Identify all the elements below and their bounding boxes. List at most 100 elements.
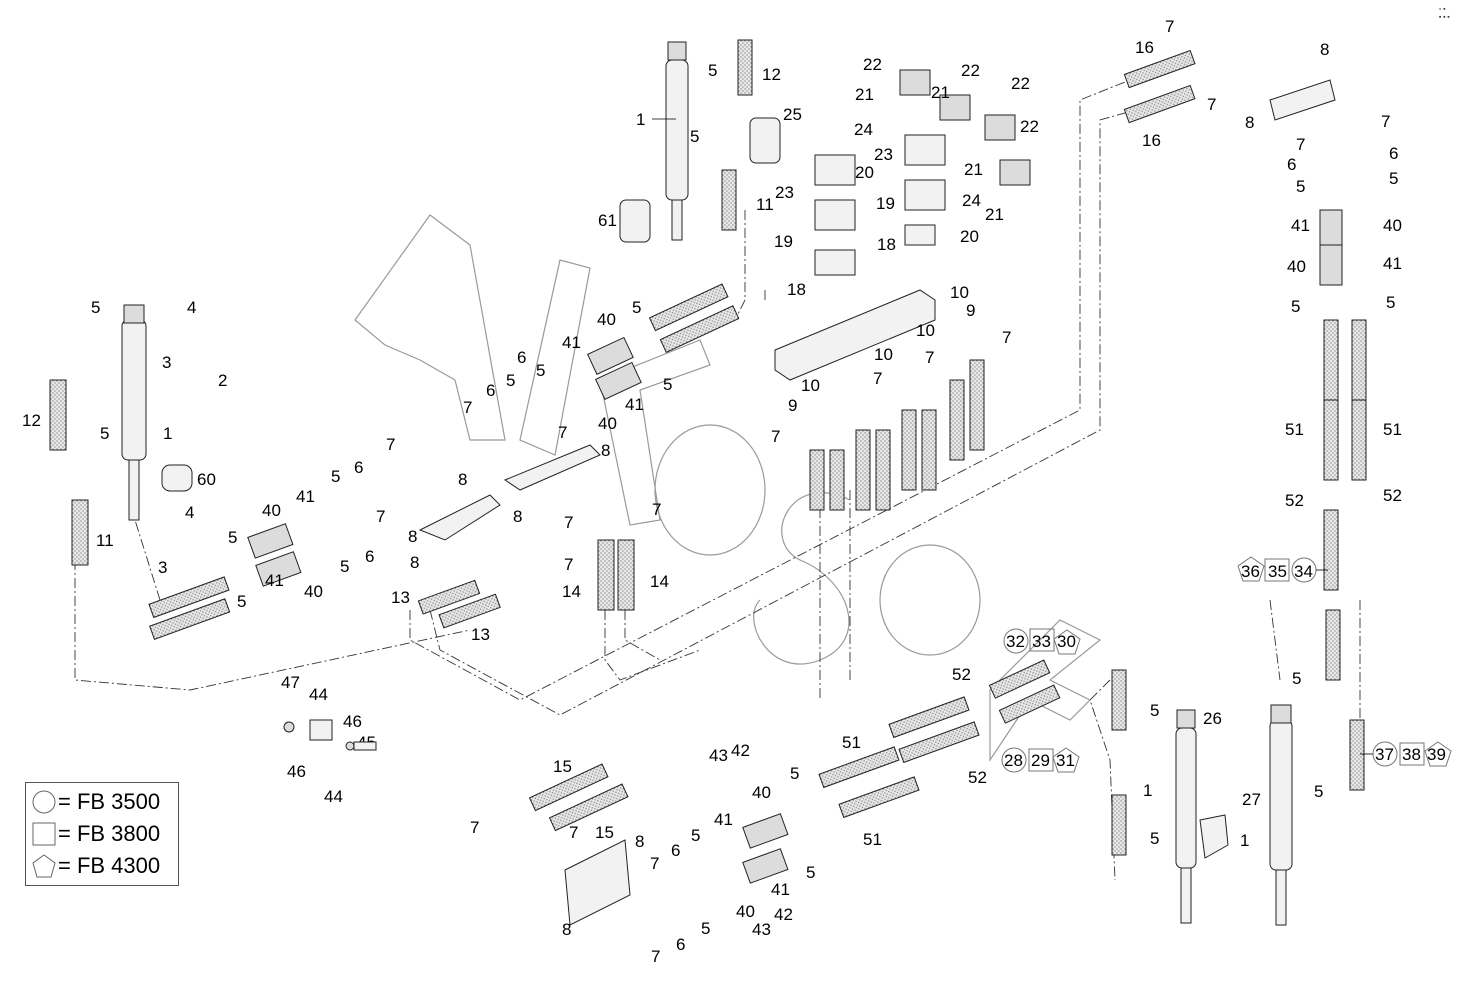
callout-1: 1 xyxy=(1143,781,1152,800)
callout-46: 46 xyxy=(343,712,362,731)
callout-10: 10 xyxy=(801,376,820,395)
callout-6: 6 xyxy=(486,381,495,400)
callout-41: 41 xyxy=(1383,254,1402,273)
callout-12: 12 xyxy=(22,411,41,430)
callout-42: 42 xyxy=(731,741,750,760)
callout-5: 5 xyxy=(632,298,641,317)
callout-8: 8 xyxy=(635,832,644,851)
callout-27: 27 xyxy=(1242,790,1261,809)
callout-7: 7 xyxy=(925,348,934,367)
callout-5: 5 xyxy=(1314,782,1323,801)
watermark xyxy=(354,214,1102,762)
callout-7: 7 xyxy=(650,854,659,873)
callout-26: 26 xyxy=(1203,709,1222,728)
callout-19: 19 xyxy=(876,194,895,213)
callout-5: 5 xyxy=(331,467,340,486)
callout-5: 5 xyxy=(100,424,109,443)
callout-11: 11 xyxy=(756,195,774,214)
callout-7: 7 xyxy=(1381,112,1390,131)
callout-8: 8 xyxy=(562,920,571,939)
callout-51: 51 xyxy=(863,830,882,849)
callout-5: 5 xyxy=(228,528,237,547)
clamp-parts xyxy=(283,719,377,751)
circle-icon xyxy=(32,790,56,814)
callout-40: 40 xyxy=(597,310,616,329)
callout-41: 41 xyxy=(771,880,790,899)
callout-37: 37 xyxy=(1375,745,1394,764)
variant-callout-37-38-39: 37 38 39 xyxy=(1360,741,1452,767)
callout-11: 11 xyxy=(96,531,114,550)
callout-3: 3 xyxy=(158,558,167,577)
corner-mark: ▫▪ ▪▪▪ xyxy=(1438,6,1451,22)
callout-7: 7 xyxy=(463,398,472,417)
hoses xyxy=(49,39,1367,856)
legend-label: = FB 4300 xyxy=(58,853,161,878)
callout-8: 8 xyxy=(458,470,467,489)
callout-30: 30 xyxy=(1057,632,1076,651)
callout-4: 4 xyxy=(187,298,196,317)
callout-16: 16 xyxy=(1135,38,1154,57)
callout-7: 7 xyxy=(1165,17,1174,36)
callout-33: 33 xyxy=(1032,632,1051,651)
callout-5: 5 xyxy=(1150,701,1159,720)
callout-18: 18 xyxy=(787,280,806,299)
legend-item-fb3800: = FB 3800 xyxy=(32,819,160,849)
callout-5: 5 xyxy=(691,826,700,845)
callout-47: 47 xyxy=(281,673,300,692)
callout-34: 34 xyxy=(1294,562,1313,581)
callout-6: 6 xyxy=(354,458,363,477)
callouts: 1 5 12 5 11 61 25 22 21 21 22 22 22 24 2… xyxy=(22,17,1452,966)
callout-7: 7 xyxy=(1002,328,1011,347)
callout-9: 9 xyxy=(966,301,975,320)
callout-22: 22 xyxy=(1020,117,1039,136)
cylinder-bottom-right xyxy=(1269,704,1293,926)
callout-41: 41 xyxy=(265,571,284,590)
callout-15: 15 xyxy=(595,823,614,842)
callout-4: 4 xyxy=(185,503,194,522)
callout-7: 7 xyxy=(1296,135,1305,154)
callout-6: 6 xyxy=(1287,155,1296,174)
callout-46: 46 xyxy=(287,762,306,781)
variant-callout-32-33-30: 32 33 30 xyxy=(1003,628,1081,655)
callout-23: 23 xyxy=(775,183,794,202)
cylinder-left xyxy=(121,304,147,521)
callout-42: 42 xyxy=(774,905,793,924)
callout-21: 21 xyxy=(931,83,950,102)
callout-40: 40 xyxy=(1383,216,1402,235)
callout-41: 41 xyxy=(714,810,733,829)
callout-40: 40 xyxy=(1287,257,1306,276)
callout-9: 9 xyxy=(788,396,797,415)
callout-5: 5 xyxy=(1389,169,1398,188)
pentagon-icon xyxy=(32,854,56,878)
callout-10: 10 xyxy=(874,345,893,364)
callout-6: 6 xyxy=(365,547,374,566)
callout-7: 7 xyxy=(470,818,479,837)
brackets xyxy=(418,79,1336,926)
callout-16: 16 xyxy=(1142,131,1161,150)
callout-52: 52 xyxy=(952,665,971,684)
cylinder-bottom-mid xyxy=(1175,709,1197,924)
callout-5: 5 xyxy=(1386,293,1395,312)
callout-5: 5 xyxy=(1150,829,1159,848)
callout-1: 1 xyxy=(163,424,172,443)
callout-6: 6 xyxy=(671,841,680,860)
variant-callout-34-35-36: 36 35 34 xyxy=(1237,556,1328,583)
callout-13: 13 xyxy=(471,625,490,644)
callout-60: 60 xyxy=(197,470,216,489)
cylinder-top xyxy=(665,41,689,241)
callout-41: 41 xyxy=(296,487,315,506)
callout-7: 7 xyxy=(376,507,385,526)
callout-44: 44 xyxy=(324,787,343,806)
callout-61: 61 xyxy=(598,211,617,230)
callout-51: 51 xyxy=(1285,420,1304,439)
callout-22: 22 xyxy=(1011,74,1030,93)
legend-label: = FB 3500 xyxy=(58,789,161,814)
callout-22: 22 xyxy=(961,61,980,80)
callout-13: 13 xyxy=(391,588,410,607)
callout-40: 40 xyxy=(752,783,771,802)
callout-23: 23 xyxy=(874,145,893,164)
callout-28: 28 xyxy=(1004,751,1023,770)
callout-5: 5 xyxy=(340,557,349,576)
callout-7: 7 xyxy=(569,823,578,842)
